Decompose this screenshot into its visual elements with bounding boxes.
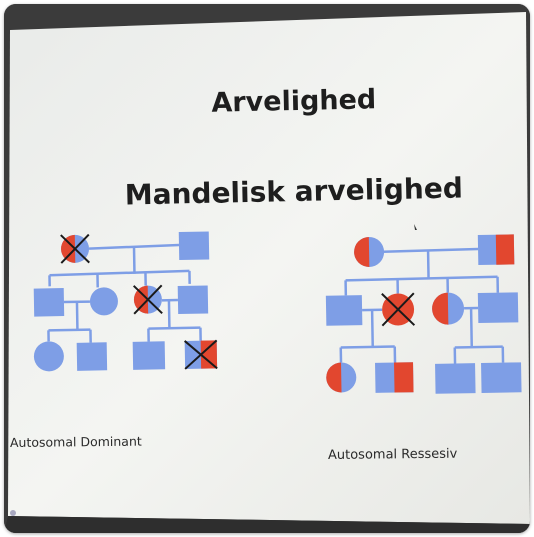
screen-bottom-shadow [4, 516, 530, 533]
affected-female-crossed-gen2-right [381, 292, 416, 327]
unaffected-male-gen1-left [178, 231, 210, 261]
unaffected-male-gen2-a-right [325, 295, 363, 326]
carrier-male-gen3-right [375, 362, 414, 393]
pedigree-lines-left [47, 243, 202, 343]
carrier-female-gen1-right [354, 236, 385, 267]
pedigree-autosomal-dominant [33, 231, 218, 372]
cursor-mark [414, 224, 417, 230]
unaffected-male-gen3-a-left [76, 342, 108, 371]
photo-frame: Arvelighed Mandelisk arvelighed [4, 4, 530, 533]
pedigree-autosomal-ressesiv [325, 234, 522, 394]
corner-mark [10, 510, 16, 516]
caption-autosomal-ressesiv: Autosomal Ressesiv [328, 447, 458, 463]
affected-male-crossed-gen3-left [184, 339, 218, 370]
affected-female-crossed-gen2-left [132, 284, 163, 315]
caption-autosomal-dominant: Autosomal Dominant [10, 434, 142, 450]
slide-title: Arvelighed [211, 84, 376, 118]
carrier-male-gen1-right [477, 234, 515, 266]
slide-subtitle: Mandelisk arvelighed [124, 171, 463, 211]
carrier-female-gen2-right [432, 292, 465, 325]
unaffected-male-gen2-a-left [33, 288, 65, 317]
unaffected-male-gen2-b-right [477, 292, 519, 324]
affected-female-crossed-gen1-left [60, 233, 90, 264]
unaffected-male-gen3-a-right [435, 363, 476, 394]
unaffected-male-gen3-b-left [132, 341, 166, 370]
unaffected-male-gen3-b-right [481, 362, 522, 394]
unaffected-female-gen3-left [33, 341, 64, 372]
projection-screen [8, 12, 530, 524]
projected-slide-scene: Arvelighed Mandelisk arvelighed [4, 4, 530, 533]
unaffected-male-gen2-b-left [177, 285, 209, 315]
unaffected-female-gen2-left [89, 287, 118, 316]
pedigree-lines-right [339, 247, 505, 364]
carrier-female-gen3-right [326, 362, 357, 393]
